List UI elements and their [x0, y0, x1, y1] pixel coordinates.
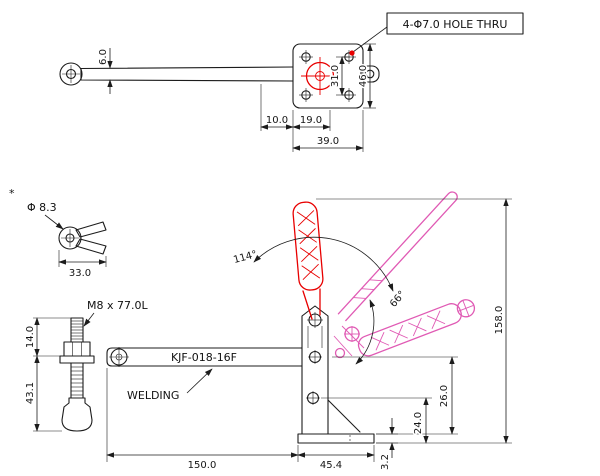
top-view-arm — [59, 62, 294, 86]
dim-overall-height: 158.0 — [494, 306, 505, 335]
top-view: 4-Φ7.0 HOLE THRU 6.0 31.0 46.0 10.0 19.0 — [59, 12, 524, 152]
dim-pivot-height: 24.0 — [413, 412, 424, 434]
dim-arm-width: 6.0 — [98, 49, 109, 65]
handle-closed — [292, 201, 324, 320]
dim-plate-width: 39.0 — [317, 136, 339, 147]
dim-plate-height: 46.0 — [358, 65, 369, 87]
base-plate — [297, 433, 375, 444]
hole-callout: 4-Φ7.0 HOLE THRU — [349, 12, 524, 56]
thread-hatch-lower — [71, 366, 83, 396]
dim-hole-inset: 19.0 — [300, 115, 322, 126]
diameter-label: Φ 8.3 — [27, 201, 57, 214]
dim-hole-pitch: 31.0 — [330, 65, 341, 87]
bottom-dimensions: 150.0 45.4 3.2 — [106, 368, 398, 473]
hole-note-text: 4-Φ7.0 HOLE THRU — [403, 18, 508, 31]
dim-stud-lower: 43.1 — [25, 382, 36, 404]
top-view-dimensions: 6.0 31.0 46.0 10.0 19.0 39.0 — [97, 43, 376, 152]
height-dimensions: 158.0 26.0 24.0 — [316, 198, 512, 444]
dim-reach: 150.0 — [188, 460, 217, 471]
dim-base-thickness: 3.2 — [380, 454, 391, 470]
phantom-handle-open — [333, 299, 476, 359]
thread-hatch-upper — [71, 320, 83, 340]
dim-bar-height: 26.0 — [439, 385, 450, 407]
spindle-label: M8 x 77.0L — [87, 299, 148, 312]
dim-handle-angle: 114° — [232, 249, 258, 266]
clevis-detail: * Φ 8.3 33.0 — [8, 186, 107, 281]
spindle-detail: M8 x 77.0L 14.0 43.1 — [24, 298, 150, 432]
top-view-spindle-boss — [301, 57, 339, 95]
leader-dot — [349, 50, 355, 56]
clamp-body — [297, 305, 375, 444]
clamp-bar — [106, 347, 303, 367]
rubber-tip — [61, 397, 93, 432]
dim-base-length: 45.4 — [320, 460, 342, 471]
welding-label: WELDING — [127, 389, 179, 402]
asterisk-mark: * — [9, 187, 15, 200]
dim-clevis-width: 33.0 — [69, 268, 91, 279]
side-view: 114° 66° KJF-018-16F WELDING 158.0 26.0 … — [106, 191, 512, 473]
model-label: KJF-018-16F — [171, 351, 237, 364]
dim-open-angle: 66° — [388, 289, 408, 310]
dim-stud-upper: 14.0 — [25, 326, 36, 348]
dim-edge-offset: 10.0 — [266, 115, 288, 126]
